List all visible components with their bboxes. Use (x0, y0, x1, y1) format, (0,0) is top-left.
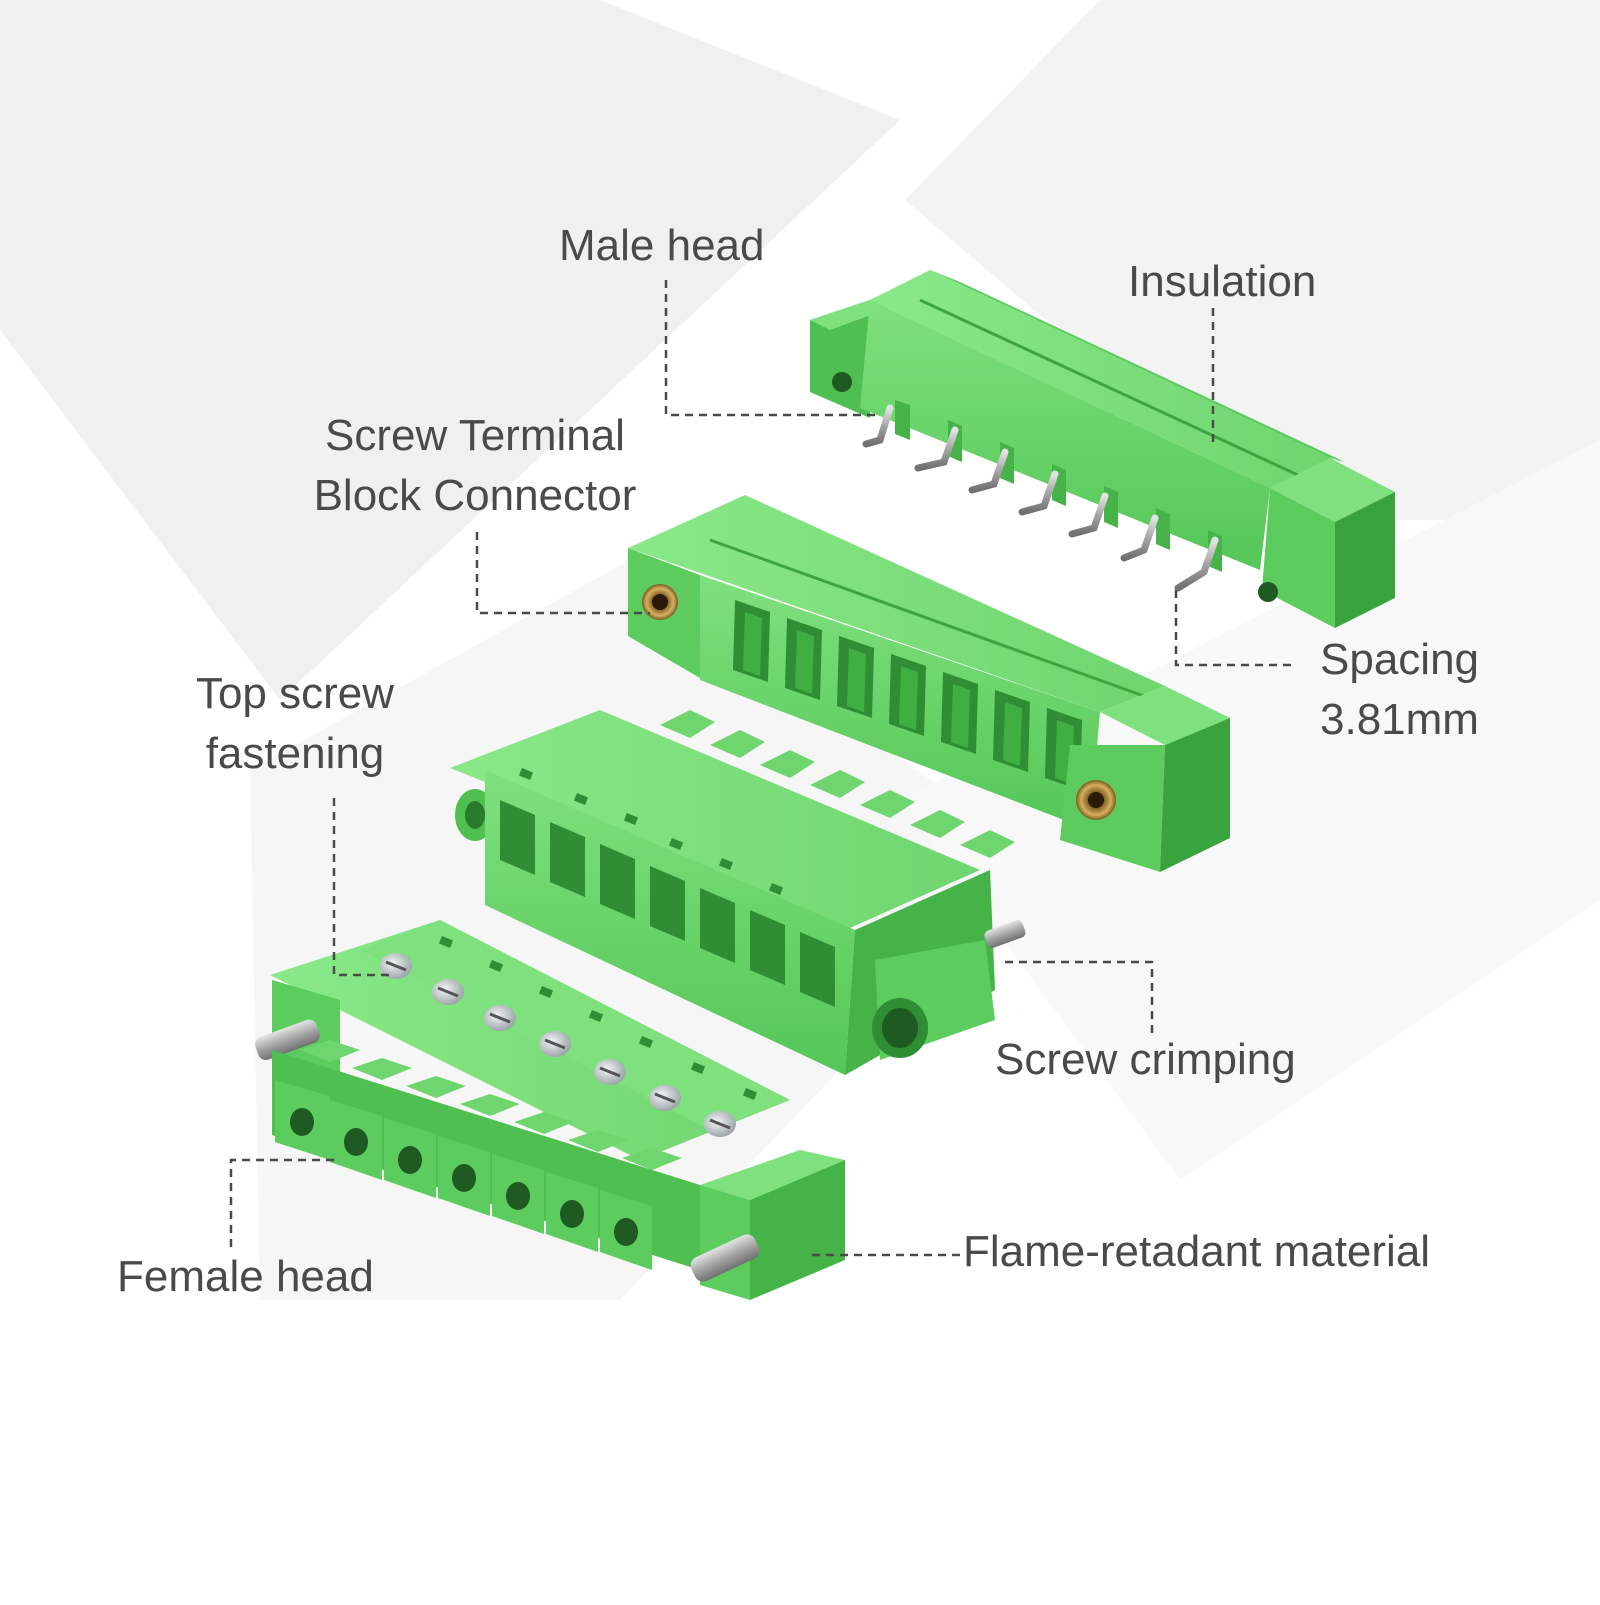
label-male-head: Male head (559, 221, 765, 270)
label-female-head: Female head (117, 1252, 374, 1301)
plug-connector-rear (450, 710, 1026, 1075)
wire-entries (275, 1080, 652, 1270)
label-spacing-line2: 3.81mm (1320, 695, 1479, 744)
pcb-header-connector (628, 495, 1230, 872)
leader-female-head (229, 1158, 334, 1250)
label-insulation: Insulation (1128, 257, 1317, 306)
leader-male-head (664, 280, 880, 417)
label-spacing-line1: Spacing (1320, 635, 1480, 684)
label-spacing: Spacing 3.81mm (1320, 630, 1479, 750)
top-screw-heads (380, 953, 736, 1137)
label-screw-terminal-line2: Block Connector (313, 471, 637, 520)
label-top-screw-line1: Top screw (195, 669, 395, 718)
female-head-connector (255, 920, 845, 1300)
label-top-screw-line2: fastening (205, 729, 385, 778)
label-screw-terminal: Screw Terminal Block Connector (300, 406, 650, 526)
label-screw-terminal-line1: Screw Terminal (325, 411, 625, 460)
leader-top-screw (332, 798, 392, 977)
label-flame-retardant: Flame-retadant material (963, 1227, 1431, 1276)
leader-screw-crimping (1005, 960, 1154, 1036)
male-head-connector (810, 270, 1395, 628)
leader-spacing (1174, 590, 1295, 667)
label-top-screw: Top screw fastening (185, 664, 405, 784)
leader-screw-terminal (475, 532, 650, 615)
leader-lines (229, 280, 1295, 1257)
label-screw-crimping: Screw crimping (995, 1035, 1296, 1084)
